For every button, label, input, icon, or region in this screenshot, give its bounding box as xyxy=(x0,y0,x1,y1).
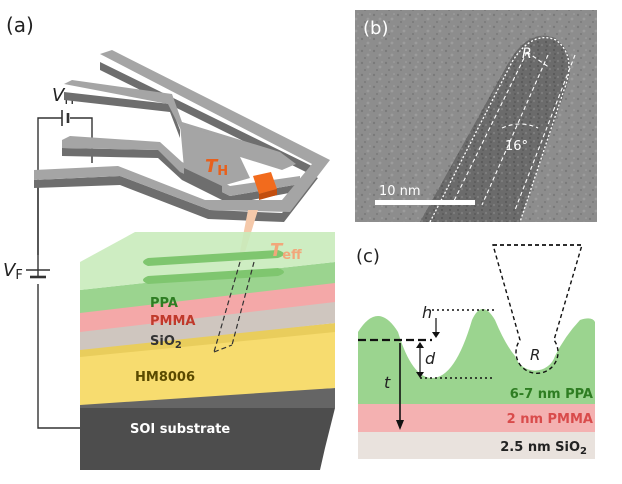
c-t-label: t xyxy=(384,373,391,392)
scale-bar xyxy=(375,200,475,205)
tem-construction-lines xyxy=(451,51,576,211)
c-sio2-layer xyxy=(358,432,595,459)
cantilever-heater-pad xyxy=(180,124,250,186)
layer-label-soi: SOI substrate xyxy=(130,422,230,437)
sample-stack xyxy=(80,232,335,470)
c-layer-label-ppa: 6-7 nm PPA xyxy=(510,387,593,402)
sio2-layer xyxy=(80,300,335,350)
c-layer-label-sio2: 2.5 nm SiO2 xyxy=(500,440,587,457)
c-radius-label: R xyxy=(530,346,540,364)
teff-label: Teff xyxy=(270,240,302,263)
vf-wire-top xyxy=(37,181,60,277)
layer-label-sio2: SiO2 xyxy=(150,334,182,351)
scale-bar-label: 10 nm xyxy=(379,184,421,199)
tem-tip-outline xyxy=(429,36,570,223)
th-label: TH xyxy=(205,156,228,179)
tem-radius-label: R xyxy=(522,46,532,62)
hm-layer-top xyxy=(80,323,335,357)
cantilever-outer-frame xyxy=(34,50,330,212)
layer-label-pmma: PMMA xyxy=(150,314,195,329)
c-layer-label-pmma: 2 nm PMMA xyxy=(507,412,593,427)
soi-layer-top xyxy=(80,388,335,408)
layer-label-ppa: PPA xyxy=(150,296,178,311)
c-reference-lines xyxy=(358,309,495,430)
panel-b: R 16° 10 nm (b) xyxy=(355,10,597,223)
panel-a-label: (a) xyxy=(6,13,34,37)
ppa-groove-2 xyxy=(143,268,284,284)
c-pmma-layer xyxy=(358,404,595,432)
cantilever-side-outer xyxy=(34,62,320,222)
cantilever-mid-frame xyxy=(64,80,296,170)
pmma-layer xyxy=(80,281,335,332)
heater-block xyxy=(253,172,277,194)
tem-angle-label: 16° xyxy=(505,139,528,154)
ppa-groove-1 xyxy=(143,250,284,266)
cantilever-heater-side xyxy=(184,168,222,194)
panel-c-label: (c) xyxy=(356,246,380,267)
cantilever-side-arm xyxy=(64,92,180,138)
panel-c: (c) R h d t 6-7 nm PPA 2 xyxy=(356,244,595,459)
panel-a: (a) VH VF T xyxy=(3,13,335,470)
c-tip-outline xyxy=(492,244,583,374)
c-d-label: d xyxy=(425,349,436,368)
cantilever xyxy=(34,50,330,222)
vf-label: VF xyxy=(3,260,23,283)
cantilever-side-inner xyxy=(62,148,300,204)
cantilever-inner-arm xyxy=(62,136,300,196)
soi-layer-front xyxy=(80,408,335,470)
layer-label-hm: HM8006 xyxy=(135,370,195,385)
tem-tip xyxy=(420,35,571,222)
c-h-label: h xyxy=(422,303,432,322)
panel-b-label: (b) xyxy=(363,18,388,39)
projection-lines xyxy=(213,261,255,353)
heater-block-side xyxy=(259,189,277,200)
c-ppa-layer xyxy=(358,309,595,404)
